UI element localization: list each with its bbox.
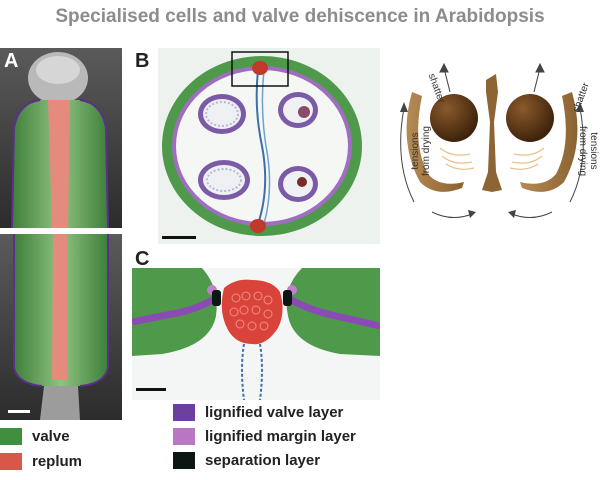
legend-swatch-lignified-margin — [173, 428, 195, 445]
legend-item-lignified-margin: lignified margin layer — [173, 428, 356, 445]
zoom-box — [231, 51, 289, 87]
panel-label-b: B — [135, 50, 150, 72]
replum-stalk — [482, 74, 502, 192]
legend-swatch-replum — [0, 453, 22, 470]
scale-bar-b — [162, 236, 196, 239]
valve-right — [520, 92, 578, 192]
panel-b-cross-section — [158, 48, 380, 244]
title-part-1: Specialised cells and valve dehiscence — [55, 6, 409, 27]
title-part-3: Arabidopsis — [434, 6, 545, 27]
seed-1 — [198, 94, 246, 134]
replum-upper — [48, 100, 70, 228]
separation-right — [283, 290, 292, 306]
legend-item-lignified-valve: lignified valve layer — [173, 404, 343, 421]
panel-label-c: C — [135, 248, 150, 270]
scale-bar-c — [136, 388, 166, 391]
pedicel — [40, 386, 80, 420]
label-tensions-right-2: from drying — [577, 125, 588, 176]
seed-3 — [198, 160, 250, 200]
replum-bottom — [250, 219, 266, 233]
panel-c-replum-detail — [132, 268, 380, 400]
legend-item-separation: separation layer — [173, 452, 320, 469]
tension-arrow-right — [569, 107, 584, 203]
legend-swatch-valve — [0, 428, 22, 445]
legend-item-valve: valve — [0, 428, 70, 445]
panel-label-a: A — [4, 50, 19, 72]
legend-label-lignified-valve: lignified valve layer — [205, 404, 344, 421]
seed-2 — [278, 92, 318, 128]
legend-label-separation: separation layer — [205, 452, 321, 469]
label-tensions-left: tensions from drying — [410, 116, 432, 186]
legend-swatch-separation — [173, 452, 195, 469]
figure-title: Specialised cells and valve dehiscence i… — [0, 6, 600, 28]
panel-a-micrograph — [0, 48, 122, 420]
seed-left — [430, 94, 478, 142]
title-part-2: in — [408, 6, 435, 27]
dehiscence-diagram — [400, 62, 584, 218]
separation-left — [212, 290, 221, 306]
label-tensions-right-1: tensions — [588, 132, 599, 170]
replum-top — [252, 61, 268, 75]
tension-arrow-left — [400, 107, 415, 203]
valve-left — [406, 92, 464, 192]
legend-item-replum: replum — [0, 453, 82, 470]
replum-lower — [52, 234, 68, 380]
septum — [255, 69, 267, 225]
legend-label-valve: valve — [32, 428, 70, 445]
label-tensions-right: tensions from drying — [577, 116, 599, 186]
seed-right — [506, 94, 554, 142]
label-tensions-left-1: tensions — [410, 132, 421, 170]
legend-swatch-lignified-valve — [173, 404, 195, 421]
label-tensions-left-2: from drying — [421, 126, 432, 177]
seed-4 — [278, 166, 318, 202]
legend-label-replum: replum — [32, 453, 83, 470]
scale-bar-a — [8, 410, 30, 413]
legend-label-lignified-margin: lignified margin layer — [205, 428, 356, 445]
